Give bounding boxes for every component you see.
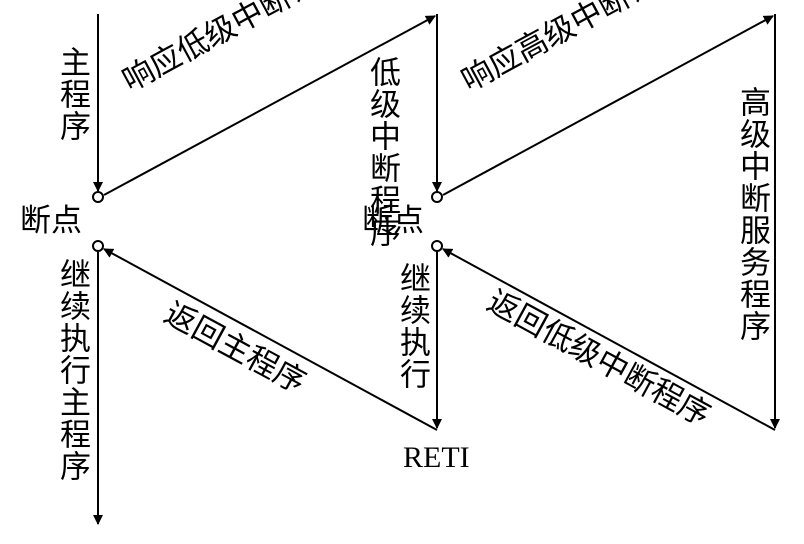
breakpoint-circle-2-top (431, 191, 443, 203)
respond-low-arrow (103, 15, 436, 196)
breakpoint-circle-1-top (92, 191, 104, 203)
main-program-label: 主程序 (54, 46, 90, 142)
breakpoint-circle-1-bottom (92, 240, 104, 252)
breakpoint-label-2: 断点 (362, 203, 424, 239)
respond-high-arrow (442, 15, 774, 196)
return-main-arrow (103, 248, 438, 431)
return-low-arrow (442, 248, 776, 431)
high-isr-label: 高级中断服务程序 (734, 86, 770, 342)
low-isr-label: 低级中断程序 (364, 56, 400, 248)
breakpoint-circle-2-bottom (431, 240, 443, 252)
continue-exec-label: 继续执行 (394, 262, 430, 390)
breakpoint-label-1: 断点 (20, 203, 82, 239)
continue-main-label: 继续执行主程序 (54, 258, 90, 482)
reti-label: RETI (403, 441, 470, 474)
